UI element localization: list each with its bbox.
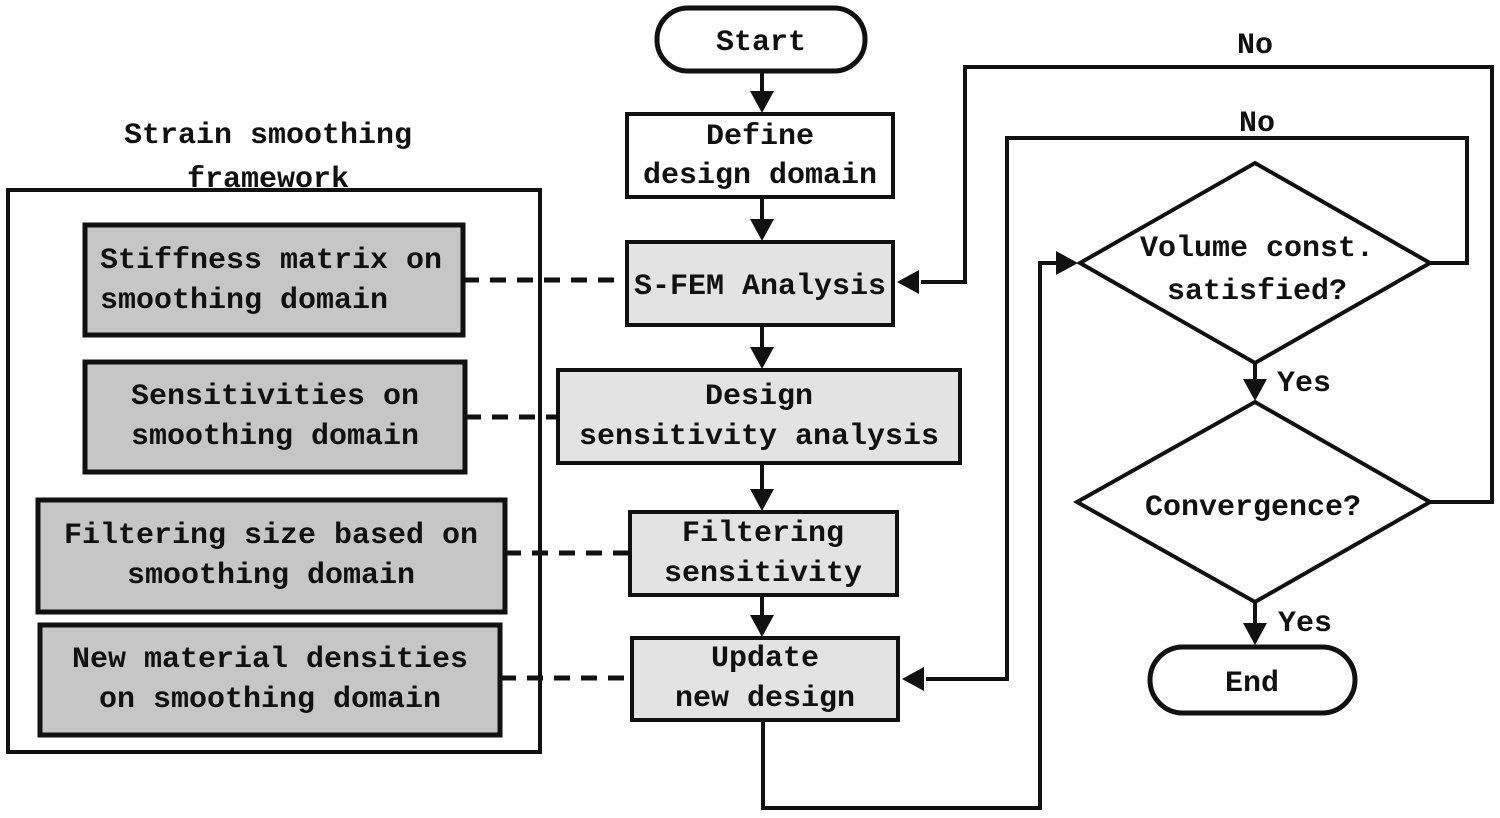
side-box-filtering-size-line2: smoothing domain — [127, 559, 415, 593]
node-end-shape — [1147, 644, 1358, 716]
node-define-line1: Define — [706, 120, 814, 154]
label-yes-convergence: Yes — [1278, 607, 1332, 641]
arrowhead-volume-no — [902, 667, 924, 691]
side-box-sensitivities: Sensitivities on smoothing domain — [82, 359, 468, 475]
edge-define-to-sfem — [750, 197, 774, 241]
node-filtering-shape — [628, 510, 899, 597]
node-update-line1: Update — [711, 642, 819, 676]
node-filtering-line1: Filtering — [682, 517, 844, 551]
label-no-convergence: No — [1237, 29, 1273, 63]
node-sfem-analysis: S-FEM Analysis — [625, 240, 895, 327]
node-define-design-domain: Define design domain — [625, 112, 895, 199]
side-box-stiffness-rect — [82, 222, 466, 338]
edge-volume-no-to-update — [902, 136, 1469, 691]
edge-filtering-to-update — [750, 595, 774, 637]
side-box-stiffness-line1: Stiffness matrix on — [100, 244, 442, 278]
panel-title-line1: Strain smoothing — [124, 119, 412, 153]
label-yes-volume: Yes — [1277, 367, 1331, 401]
side-box-stiffness-line2: smoothing domain — [100, 284, 388, 318]
node-define-line2: design domain — [643, 159, 877, 193]
node-design-sensitivity-line2: sensitivity analysis — [579, 420, 939, 454]
side-box-new-densities: New material densities on smoothing doma… — [37, 622, 503, 738]
node-end: End — [1147, 644, 1358, 716]
edge-convergence-no-line — [921, 65, 1494, 504]
node-design-sensitivity-shape — [556, 368, 962, 465]
node-convergence-check: Convergence? — [1072, 399, 1435, 605]
arrowhead-filtering-to-update — [750, 615, 774, 637]
node-start-label: Start — [716, 26, 806, 60]
side-box-sensitivities-rect — [82, 359, 468, 475]
node-volume-check-line2: satisfied? — [1167, 275, 1347, 309]
side-box-filtering-size-line1: Filtering size based on — [64, 519, 478, 553]
edge-convergence-no-to-sfem — [897, 65, 1494, 504]
edge-sfem-to-design — [750, 325, 774, 369]
side-box-new-densities-line1: New material densities — [72, 643, 468, 677]
arrowhead-design-to-filtering — [750, 489, 774, 511]
arrowhead-define-to-sfem — [750, 219, 774, 241]
node-define-shape — [625, 112, 895, 199]
node-update-new-design: Update new design — [630, 636, 900, 722]
node-start: Start — [654, 5, 868, 74]
node-update-line2: new design — [675, 682, 855, 716]
node-sfem-label: S-FEM Analysis — [634, 270, 886, 304]
arrowhead-convergence-yes — [1243, 623, 1267, 645]
arrowhead-start-to-define — [750, 91, 774, 113]
side-box-sensitivities-line2: smoothing domain — [131, 420, 419, 454]
node-volume-check-line1: Volume const. — [1140, 232, 1374, 266]
node-filtering-line2: sensitivity — [664, 557, 862, 591]
node-update-shape — [630, 636, 900, 722]
side-box-new-densities-rect — [37, 622, 503, 738]
node-design-sensitivity-line1: Design — [705, 380, 813, 414]
arrowhead-sfem-to-design — [750, 347, 774, 369]
node-volume-constraint-check: Volume const. satisfied? — [1075, 160, 1435, 366]
label-no-volume: No — [1239, 107, 1275, 141]
edge-design-to-filtering — [750, 463, 774, 511]
node-filtering-sensitivity: Filtering sensitivity — [628, 510, 899, 597]
edge-start-to-define — [750, 71, 774, 113]
node-convergence-check-label: Convergence? — [1145, 491, 1361, 525]
arrowhead-convergence-no — [897, 270, 919, 294]
arrowhead-volume-yes — [1243, 379, 1267, 401]
edge-update-to-volume-check — [761, 251, 1078, 810]
edge-volume-yes-to-convergence — [1243, 363, 1267, 401]
edge-convergence-yes-to-end — [1243, 602, 1267, 645]
edge-update-to-volume-line — [761, 261, 1056, 810]
side-box-new-densities-line2: on smoothing domain — [99, 683, 441, 717]
node-design-sensitivity: Design sensitivity analysis — [556, 368, 962, 465]
node-end-label: End — [1225, 667, 1279, 701]
side-box-filtering-size-rect — [35, 497, 508, 615]
edge-volume-no-line — [926, 136, 1469, 681]
arrowhead-update-to-volume — [1056, 251, 1078, 275]
side-box-sensitivities-line1: Sensitivities on — [131, 380, 419, 414]
side-box-filtering-size: Filtering size based on smoothing domain — [35, 497, 508, 615]
side-box-stiffness-matrix: Stiffness matrix on smoothing domain — [82, 222, 466, 338]
